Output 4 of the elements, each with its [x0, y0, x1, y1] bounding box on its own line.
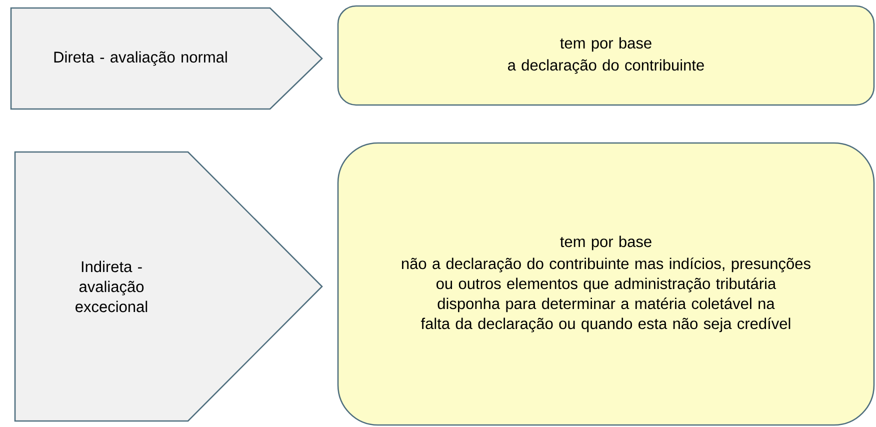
pentagon-box: Indireta - avaliação excecional: [14, 151, 323, 422]
rounded-box: tem por base não a declaração do contribuinte mas indícios, presunções ou outros elementos que administração tributária disponha para determinar a matéria coletável na falta da declaração ou quando esta não seja credível: [337, 142, 875, 426]
pentagon-box: Direta - avaliação normal: [10, 7, 323, 110]
rounded-box: tem por base a declaração do contribuinte: [337, 5, 875, 106]
